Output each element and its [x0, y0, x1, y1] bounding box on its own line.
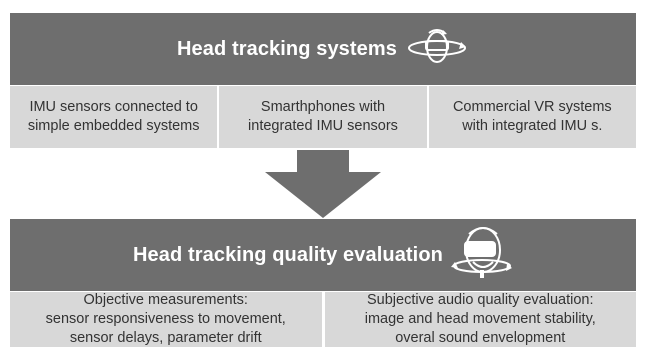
top-item-line: simple embedded systems: [27, 118, 200, 134]
top-item-line: Smarthphones with: [260, 99, 386, 115]
bottom-item-line: Subjective audio quality evaluation:: [366, 292, 594, 308]
bottom-item-line: sensor responsiveness to movement,: [45, 311, 286, 327]
top-item-imu-sensors: IMU sensors connected to simple embedded…: [10, 86, 218, 148]
head-rotation-icon: [405, 25, 469, 74]
top-item-line: Commercial VR systems: [452, 99, 612, 115]
bottom-header-title: Head tracking quality evaluation: [133, 243, 443, 266]
vr-headset-icon: [450, 224, 513, 287]
top-item-commercial-vr: Commercial VR systems with integrated IM…: [428, 86, 636, 148]
top-item-smartphones: Smarthphones with integrated IMU sensors: [219, 86, 427, 148]
top-header: Head tracking systems: [10, 13, 636, 85]
top-item-line: IMU sensors connected to: [29, 99, 198, 115]
bottom-item-line: Objective measurements:: [83, 292, 248, 308]
top-item-line: integrated IMU sensors: [248, 118, 398, 134]
bottom-item-objective: Objective measurements: sensor responsiv…: [10, 292, 322, 347]
top-item-line: with integrated IMU s.: [462, 118, 603, 134]
bottom-item-line: image and head movement stability,: [364, 311, 596, 327]
top-items-row: IMU sensors connected to simple embedded…: [10, 86, 636, 148]
bottom-items-row: Objective measurements: sensor responsiv…: [10, 292, 636, 347]
bottom-header: Head tracking quality evaluation: [10, 219, 636, 291]
top-header-title: Head tracking systems: [177, 37, 397, 60]
bottom-item-subjective: Subjective audio quality evaluation: ima…: [324, 292, 636, 347]
bottom-item-line: overal sound envelopment: [395, 330, 566, 346]
bottom-item-line: sensor delays, parameter drift: [69, 330, 262, 346]
